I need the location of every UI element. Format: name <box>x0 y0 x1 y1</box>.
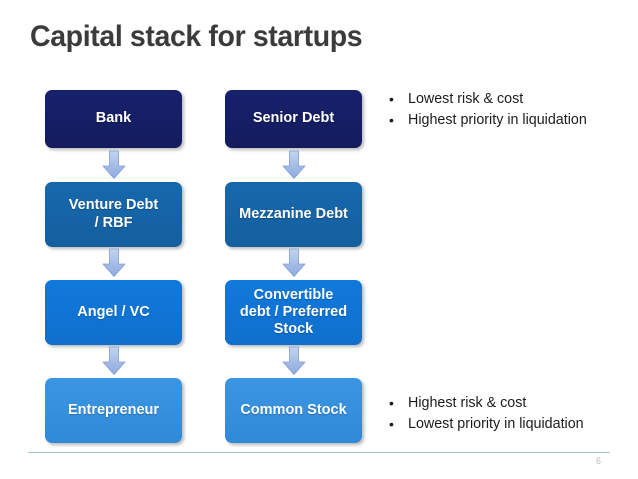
diagram-node[interactable]: Entrepreneur <box>45 378 182 443</box>
bullet-dot-icon: • <box>389 416 394 432</box>
annotation-bullet: • Lowest risk & cost <box>386 89 636 110</box>
slide-title: Capital stack for startups <box>30 20 363 53</box>
diagram-node[interactable]: Senior Debt <box>225 90 362 148</box>
down-arrow-icon <box>99 346 129 376</box>
diagram-node-label: Senior Debt <box>252 110 335 127</box>
annotation-bullet-label: Lowest risk & cost <box>408 91 524 107</box>
diagram-node-label: Bank <box>95 110 132 127</box>
annotation-bullet: • Highest priority in liquidation <box>386 110 636 131</box>
annotation-bullet-label: Lowest priority in liquidation <box>408 416 584 432</box>
annotation-bullet-label: Highest risk & cost <box>408 395 527 411</box>
down-arrow-icon <box>279 248 309 278</box>
down-arrow-icon <box>99 150 129 180</box>
footer-divider <box>28 452 610 453</box>
bottom-risk-annotation: • Highest risk & cost • Lowest priority in … <box>386 393 636 435</box>
diagram-node-label: Entrepreneur <box>67 401 160 418</box>
diagram-node[interactable]: Mezzanine Debt <box>225 182 362 247</box>
annotation-bullet-label: Highest priority in liquidation <box>408 112 587 128</box>
bullet-dot-icon: • <box>389 91 394 107</box>
diagram-node[interactable]: Common Stock <box>225 378 362 443</box>
diagram-node-label: Venture Debt/ RBF <box>68 197 159 231</box>
bullet-dot-icon: • <box>389 395 394 411</box>
diagram-node-label: Angel / VC <box>77 303 150 320</box>
top-risk-annotation-list: • Lowest risk & cost • Highest priority in … <box>386 89 636 131</box>
diagram-node-label: Mezzanine Debt <box>239 205 348 222</box>
diagram-node-label: Common Stock <box>240 401 347 418</box>
annotation-bullet: • Highest risk & cost <box>386 393 636 414</box>
bullet-dot-icon: • <box>389 112 394 128</box>
page-number: 6 <box>596 456 602 466</box>
down-arrow-icon <box>279 150 309 180</box>
bottom-risk-annotation-list: • Highest risk & cost • Lowest priority in … <box>386 393 636 435</box>
annotation-bullet: • Lowest priority in liquidation <box>386 414 636 435</box>
diagram-node[interactable]: Venture Debt/ RBF <box>45 182 182 247</box>
down-arrow-icon <box>279 346 309 376</box>
diagram-node[interactable]: Angel / VC <box>45 280 182 345</box>
down-arrow-icon <box>99 248 129 278</box>
diagram-node[interactable]: Bank <box>45 90 182 148</box>
top-risk-annotation: • Lowest risk & cost • Highest priority in … <box>386 89 636 131</box>
